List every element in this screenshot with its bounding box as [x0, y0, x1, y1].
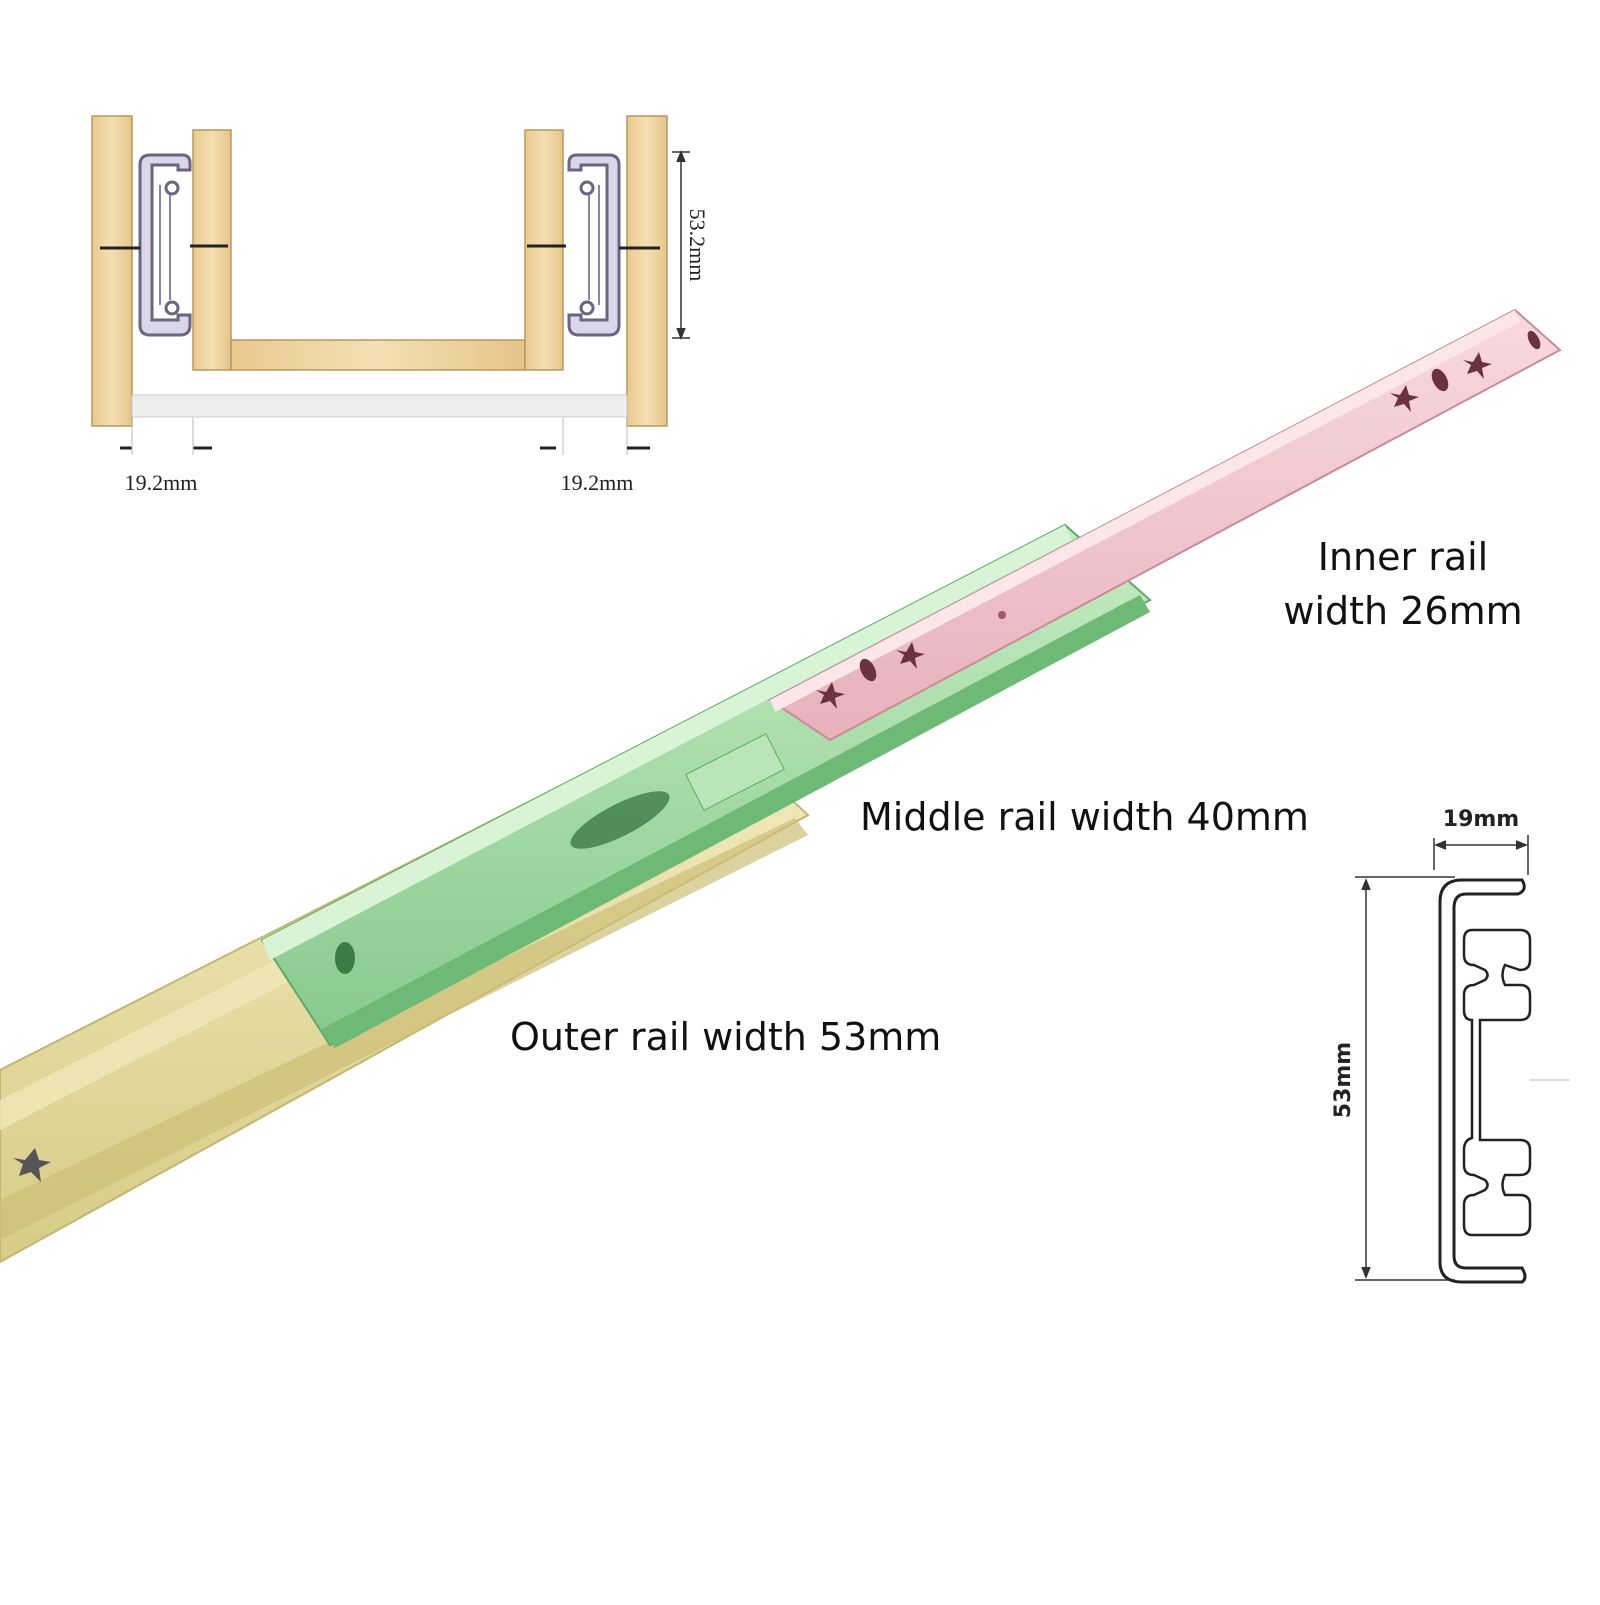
right-gap-label: 19.2mm [561, 470, 634, 495]
inner-rail-slot-1 [859, 658, 877, 682]
inner-rail-callout: Inner rail width 26mm [1268, 530, 1538, 638]
drawer-bottom [230, 339, 526, 371]
inner-rail-cross-hole-3 [1390, 385, 1419, 412]
height-dim-label: 53.2mm [685, 209, 710, 282]
cabinet-section-diagram: 53.2mm 19.2mm 19.2mm [91, 115, 710, 495]
inner-rail [768, 308, 1562, 742]
inner-rail-cross-hole-1 [816, 682, 845, 709]
right-cabinet-wall [626, 115, 668, 427]
cabinet-base-line [131, 394, 628, 418]
middle-rail-clip [685, 733, 785, 811]
left-cabinet-wall [91, 115, 133, 427]
profile-height-dimension [1355, 876, 1455, 1281]
rail-profile-outline [1438, 878, 1532, 1284]
left-gap-label: 19.2mm [125, 470, 198, 495]
left-slide-profile [138, 153, 192, 337]
inner-rail-label-line2: width 26mm [1283, 589, 1523, 633]
inner-rail-cross-hole-2 [896, 642, 925, 669]
profile-diagram: 19mm 53mm [1331, 807, 1570, 1284]
right-slide-profile [567, 153, 621, 337]
left-screws [100, 244, 228, 250]
right-drawer-side [524, 129, 564, 371]
height-dimension [672, 149, 690, 341]
profile-height-label: 53mm [1331, 1042, 1356, 1118]
width-dimension [1433, 835, 1529, 875]
inner-rail-slot-2 [1431, 368, 1449, 392]
width-dim-label: 19mm [1443, 807, 1519, 832]
inner-rail-cross-hole-4 [1463, 352, 1492, 379]
inner-rail-slot-3 [1527, 330, 1541, 350]
middle-rail-slot [570, 791, 670, 849]
inner-rail-label-line1: Inner rail [1317, 535, 1489, 579]
outer-rail-mount-hole [13, 1148, 51, 1182]
middle-rail-callout: Middle rail width 40mm [860, 795, 1309, 839]
outer-rail-callout: Outer rail width 53mm [510, 1015, 942, 1059]
right-screws [527, 244, 660, 250]
left-drawer-side [192, 129, 232, 371]
